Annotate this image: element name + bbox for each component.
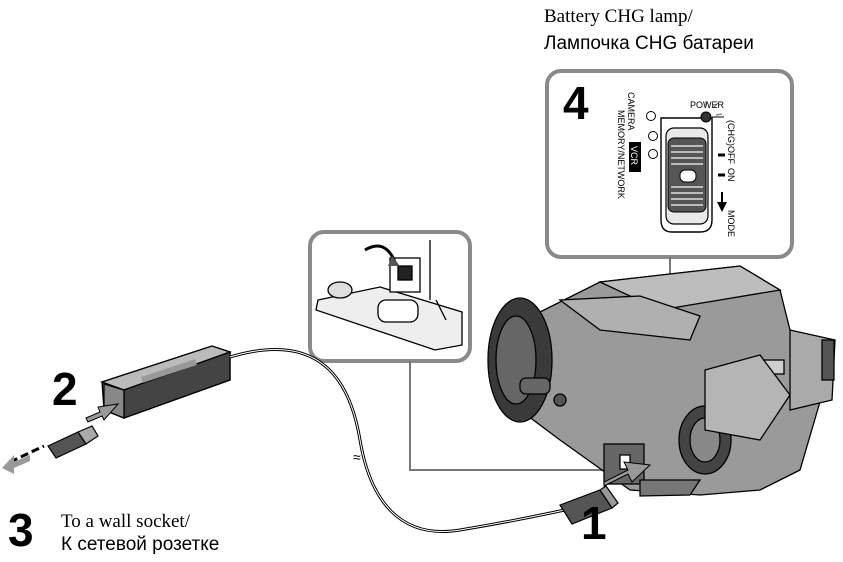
chg-lamp-icon bbox=[700, 111, 712, 123]
chg-lamp-label-ru: Лампочка CHG батареи bbox=[544, 33, 754, 54]
insert-arrow-2 bbox=[85, 403, 120, 423]
svg-text:≈: ≈ bbox=[353, 449, 361, 465]
ac-plug bbox=[47, 425, 99, 459]
camcorder bbox=[487, 265, 836, 497]
vcr-mode-label: VCR bbox=[629, 146, 639, 166]
ac-adaptor bbox=[100, 345, 232, 419]
step-4-number: 4 bbox=[563, 77, 589, 129]
step-1-number: 1 bbox=[581, 497, 607, 549]
dc-plug bbox=[559, 485, 619, 525]
wall-socket-label-en: To a wall socket/ bbox=[61, 511, 190, 532]
chg-lamp-label-en: Battery CHG lamp/ bbox=[544, 6, 693, 27]
dc-in-jack-detail bbox=[315, 240, 463, 351]
on-label: ON bbox=[726, 168, 736, 182]
insert-arrow-1 bbox=[603, 461, 652, 487]
step-3-number: 3 bbox=[8, 504, 34, 556]
memory-network-mode-label: MEMORY/NETWORK bbox=[616, 110, 626, 199]
power-switch bbox=[646, 101, 727, 233]
mode-label: MODE bbox=[726, 210, 736, 237]
ac-cord bbox=[9, 444, 45, 464]
step-2-number: 2 bbox=[52, 363, 78, 415]
chg-off-label: (CHG)OFF bbox=[726, 120, 736, 164]
camera-mode-label: CAMERA bbox=[626, 92, 636, 131]
wall-arrow-icon bbox=[2, 455, 30, 474]
inset-pointer-line bbox=[409, 361, 612, 471]
wall-socket-label-ru: К сетевой розетке bbox=[61, 534, 220, 555]
power-label: POWER bbox=[690, 100, 725, 110]
